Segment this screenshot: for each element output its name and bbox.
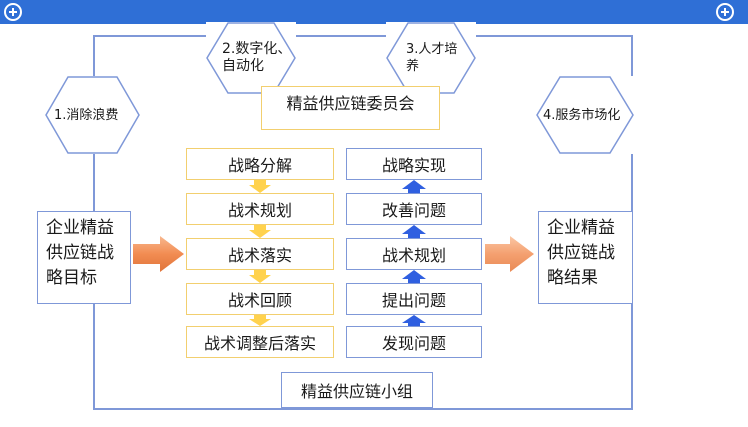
step-tactical-planning: 战术规划: [186, 193, 334, 225]
step-label: 战略实现: [381, 156, 446, 175]
arrow-right-icon: [133, 236, 184, 272]
step-improve-problems: 改善问题: [346, 193, 482, 225]
hexagon-label: 2.数字化、 自动化: [222, 41, 291, 75]
arrow-up-icon: [402, 225, 426, 238]
strategy-goal-box: 企业精益 供应链战 略目标: [37, 211, 131, 304]
step-tactical-implementation: 战术落实: [186, 238, 334, 270]
committee-label: 精益供应链委员会: [286, 94, 415, 113]
step-label: 战略分解: [227, 156, 292, 175]
arrow-down-icon: [249, 270, 271, 283]
top-bar: [0, 0, 748, 24]
step-label: 战术调整后落实: [203, 334, 316, 353]
arrow-up-icon: [402, 315, 426, 326]
step-strategy-decomposition: 战略分解: [186, 148, 334, 180]
team-label: 精益供应链小组: [300, 382, 413, 401]
hexagon-outline: [536, 76, 634, 154]
team-box: 精益供应链小组: [281, 372, 433, 408]
hexagon-talent: 3.人才培 养: [386, 22, 476, 94]
result-line: 供应链战: [547, 243, 615, 263]
hexagon-line: 自动化: [222, 58, 264, 74]
hexagon-digitalization: 2.数字化、 自动化: [206, 22, 296, 94]
step-label: 战术回顾: [227, 291, 292, 310]
hexagon-outline: [45, 76, 140, 154]
step-label: 战术规划: [381, 246, 446, 265]
hexagon-outline: [386, 22, 476, 94]
strategy-result-box: 企业精益 供应链战 略结果: [538, 211, 633, 304]
step-label: 提出问题: [381, 291, 446, 310]
arrow-up-icon: [402, 180, 426, 193]
hexagon-line: 3.人才培: [406, 42, 458, 57]
arrow-down-icon: [249, 180, 271, 193]
arrow-up-icon: [402, 270, 426, 283]
step-raise-problems: 提出问题: [346, 283, 482, 315]
arrow-down-icon: [249, 225, 271, 238]
goal-line: 企业精益: [46, 218, 114, 238]
step-discover-problems: 发现问题: [346, 326, 482, 358]
hexagon-label: 4.服务市场化: [543, 107, 621, 123]
step-label: 发现问题: [381, 334, 446, 353]
result-line: 略结果: [547, 268, 598, 288]
committee-box: 精益供应链委员会: [261, 86, 440, 130]
step-label: 战术落实: [227, 246, 292, 265]
arrow-right-icon: [485, 236, 534, 272]
hexagon-label: 3.人才培 养: [406, 41, 457, 75]
goal-line: 供应链战: [46, 243, 114, 263]
goal-line: 略目标: [46, 268, 97, 288]
hexagon-line: 养: [406, 59, 420, 74]
blue-up-arrows: [402, 180, 426, 326]
step-label: 改善问题: [381, 201, 446, 220]
yellow-down-arrows: [249, 180, 271, 326]
step-label: 战术规划: [227, 201, 292, 220]
step-tactical-review: 战术回顾: [186, 283, 334, 315]
result-line: 企业精益: [547, 218, 615, 238]
arrow-down-icon: [249, 315, 271, 326]
hexagon-service-market: 4.服务市场化: [536, 76, 634, 154]
step-strategy-realization: 战略实现: [346, 148, 482, 180]
step-tactical-planning-right: 战术规划: [346, 238, 482, 270]
plus-circle-icon[interactable]: [4, 3, 22, 21]
plus-circle-icon[interactable]: [716, 3, 734, 21]
step-adjusted-implementation: 战术调整后落实: [186, 326, 334, 358]
hexagon-line: 2.数字化、: [222, 41, 292, 57]
hexagon-eliminate-waste: 1.消除浪费: [45, 76, 140, 154]
hexagon-label: 1.消除浪费: [54, 107, 119, 123]
